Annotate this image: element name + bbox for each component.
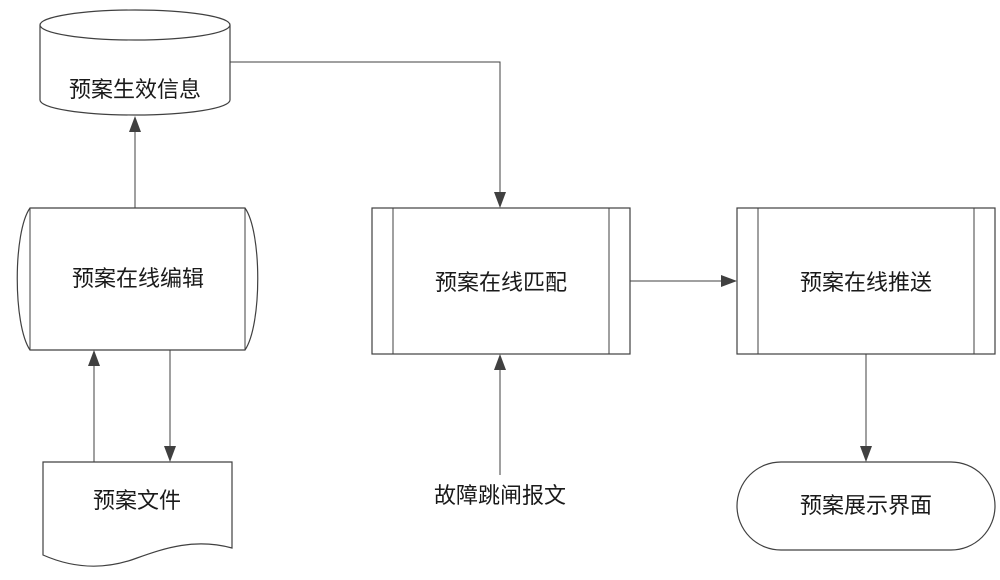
edge-file-to-edit bbox=[88, 350, 100, 462]
online-push-label: 预案在线推送 bbox=[800, 271, 932, 296]
edge-match-to-push bbox=[630, 275, 737, 287]
edge-push-to-display bbox=[860, 354, 872, 462]
online-match-node: 预案在线匹配 bbox=[371, 207, 631, 355]
display-ui-node: 预案展示界面 bbox=[736, 461, 996, 551]
db-effective-info-node: 预案生效信息 bbox=[39, 9, 231, 116]
display-ui-label: 预案展示界面 bbox=[800, 494, 932, 519]
edge-db-to-match bbox=[230, 61, 506, 208]
online-push-node: 预案在线推送 bbox=[736, 207, 996, 355]
edge-edit-to-file bbox=[164, 350, 176, 462]
db-effective-info-label: 预案生效信息 bbox=[69, 78, 201, 103]
plan-file-label: 预案文件 bbox=[93, 489, 181, 514]
plan-file-node: 预案文件 bbox=[42, 461, 233, 567]
online-edit-node: 预案在线编辑 bbox=[16, 207, 259, 351]
online-match-label: 预案在线匹配 bbox=[435, 271, 567, 296]
online-edit-label: 预案在线编辑 bbox=[72, 267, 204, 292]
edge-edit-to-db bbox=[129, 116, 141, 208]
fault-trip-message-label: 故障跳闸报文 bbox=[434, 484, 566, 509]
edge-fault-to-match bbox=[494, 354, 506, 475]
